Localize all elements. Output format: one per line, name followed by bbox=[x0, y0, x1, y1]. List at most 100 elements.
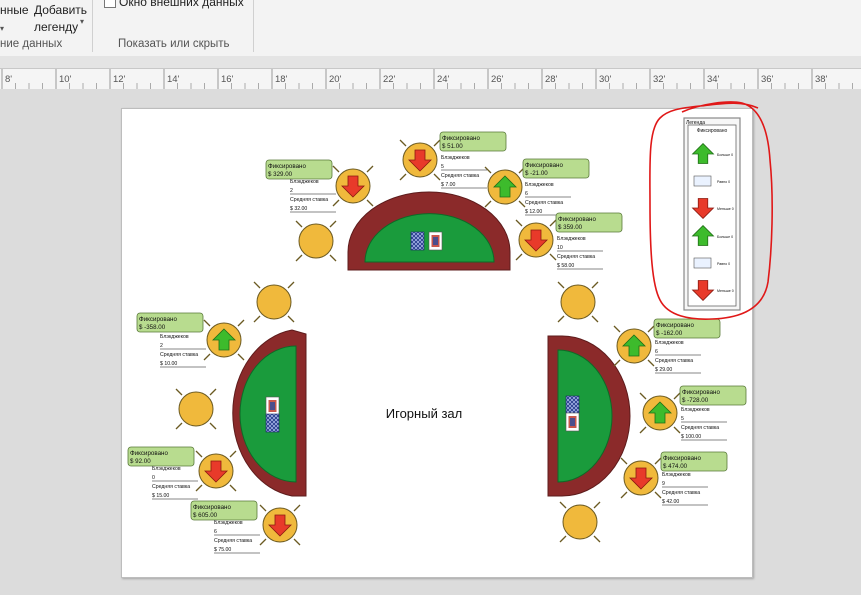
chair-leg bbox=[613, 359, 621, 367]
avg-bet-label: Средняя ставка bbox=[152, 484, 190, 490]
chair-seat bbox=[560, 284, 596, 320]
chair-leg bbox=[557, 281, 565, 289]
chair[interactable] bbox=[253, 281, 295, 323]
fixed-label: Фиксировано bbox=[139, 316, 177, 323]
legend-item-label: Равно 0 bbox=[717, 262, 730, 266]
avg-bet-value: $ 29.00 bbox=[655, 367, 672, 373]
chair-leg bbox=[195, 484, 203, 492]
fixed-label: Фиксировано bbox=[663, 455, 701, 462]
blackjack-label: Блэкджеков bbox=[441, 155, 470, 161]
chair-leg bbox=[518, 200, 526, 208]
chair-leg bbox=[484, 166, 492, 174]
callout-box bbox=[679, 385, 747, 406]
avg-bet-value: $ 7.00 bbox=[441, 182, 456, 188]
blackjack-label: Блэкджеков bbox=[655, 340, 684, 346]
chair[interactable] bbox=[557, 281, 599, 323]
chair-leg bbox=[557, 315, 565, 323]
chair-leg bbox=[559, 535, 567, 543]
blackjack-count: 2 bbox=[160, 343, 163, 349]
data-button-label[interactable]: нные bbox=[0, 3, 29, 17]
blackjack-label: Блэкджеков bbox=[214, 520, 243, 526]
add-legend-label-2[interactable]: легенду bbox=[34, 20, 79, 34]
ruler-tick-label: 30' bbox=[599, 74, 612, 85]
ruler-tick-label: 26' bbox=[491, 74, 504, 85]
callout-box bbox=[660, 451, 728, 472]
blackjack-count: 6 bbox=[655, 349, 658, 355]
chair-leg bbox=[229, 450, 237, 458]
avg-bet-value: $ 12.00 bbox=[525, 209, 542, 215]
chair[interactable] bbox=[559, 501, 601, 543]
horizontal-ruler[interactable]: 8'10'12'14'16'18'20'22'24'26'28'30'32'34… bbox=[0, 68, 861, 90]
chair-leg bbox=[639, 392, 647, 400]
chair-leg bbox=[613, 325, 621, 333]
avg-bet-label: Средняя ставка bbox=[655, 358, 693, 364]
ruler-tick-label: 38' bbox=[815, 74, 828, 85]
chevron-down-icon-left[interactable]: ▾ bbox=[0, 24, 5, 33]
callout-box bbox=[439, 131, 507, 152]
chair-leg bbox=[673, 426, 681, 434]
arrow-down-icon bbox=[691, 198, 715, 220]
fixed-label: Фиксировано bbox=[193, 504, 231, 511]
blackjack-label: Блэкджеков bbox=[681, 407, 710, 413]
chevron-down-icon[interactable]: ▾ bbox=[80, 17, 85, 26]
playing-card-back bbox=[265, 413, 280, 433]
external-data-checkbox[interactable] bbox=[104, 0, 116, 8]
blackjack-label: Блэкджеков bbox=[662, 472, 691, 478]
blackjack-count: 2 bbox=[290, 188, 293, 194]
blackjack-count: 0 bbox=[152, 475, 155, 481]
ruler-tick-label: 8' bbox=[5, 74, 12, 85]
fixed-amount: $ 359.00 bbox=[558, 224, 583, 231]
fixed-label: Фиксировано bbox=[442, 135, 480, 142]
chair-seat bbox=[256, 284, 292, 320]
blackjack-label: Блэкджеков bbox=[160, 334, 189, 340]
table-felt-right bbox=[557, 349, 613, 483]
chair-leg bbox=[259, 538, 267, 546]
avg-bet-value: $ 100.00 bbox=[681, 434, 701, 440]
fixed-label: Фиксировано bbox=[130, 450, 168, 457]
avg-bet-label: Средняя ставка bbox=[557, 254, 595, 260]
ruler-tick-label: 28' bbox=[545, 74, 558, 85]
blackjack-count: 5 bbox=[681, 416, 684, 422]
chair-leg bbox=[433, 173, 441, 181]
arrow-down-icon bbox=[408, 149, 432, 172]
fixed-label: Фиксировано bbox=[558, 216, 596, 223]
legend-item-label: Равно 0 bbox=[717, 180, 730, 184]
fixed-amount: $ -358.00 bbox=[139, 324, 166, 331]
ruler-tick-label: 14' bbox=[167, 74, 180, 85]
arrow-up-icon bbox=[212, 328, 236, 351]
blackjack-label: Блэкджеков bbox=[525, 182, 554, 188]
chair-leg bbox=[332, 165, 340, 173]
callout-box bbox=[136, 312, 204, 333]
playing-card-back bbox=[565, 395, 580, 415]
fixed-amount: $ -162.00 bbox=[656, 330, 683, 337]
chair-leg bbox=[549, 219, 557, 227]
fixed-label: Фиксировано bbox=[656, 322, 694, 329]
card-art-inner bbox=[570, 418, 575, 426]
ruler-tick-label: 32' bbox=[653, 74, 666, 85]
group-label-show-hide: Показать или скрыть bbox=[118, 38, 230, 50]
chair-leg bbox=[203, 353, 211, 361]
chair-leg bbox=[229, 484, 237, 492]
legend-inner bbox=[687, 124, 737, 307]
chair[interactable] bbox=[175, 388, 217, 430]
chair-leg bbox=[549, 253, 557, 261]
chair[interactable] bbox=[295, 220, 337, 262]
chair-leg bbox=[484, 200, 492, 208]
ruler-gap bbox=[0, 56, 861, 68]
blackjack-count: 6 bbox=[214, 529, 217, 535]
add-legend-label-1[interactable]: Добавить bbox=[34, 3, 88, 17]
chair-leg bbox=[293, 538, 301, 546]
chair-leg bbox=[329, 254, 337, 262]
chair-seat bbox=[562, 504, 598, 540]
